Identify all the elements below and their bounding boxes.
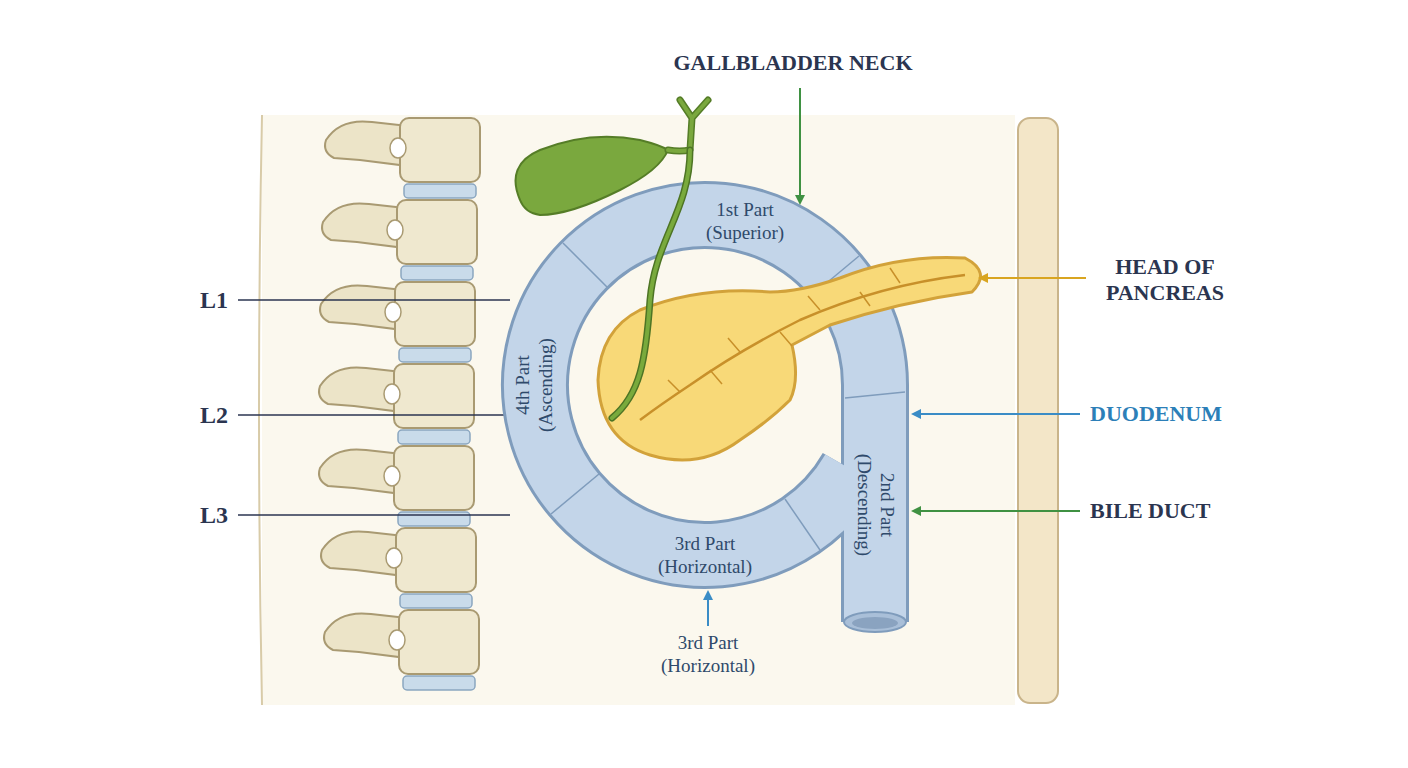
duct-branches <box>668 268 900 392</box>
vertebra-level: L3 <box>200 501 228 530</box>
leader-arrow <box>913 510 1080 512</box>
leader-arrow <box>707 592 709 626</box>
segment-divider <box>551 474 599 514</box>
callout-label: HEAD OF PANCREAS <box>1085 254 1245 307</box>
duodenum-tube <box>844 385 906 622</box>
body-ground <box>262 115 1015 705</box>
bile-duct-outline <box>612 150 690 418</box>
callout-label: BILE DUCT <box>1090 498 1210 524</box>
hepatic-duct-outline <box>668 100 708 151</box>
vertebra <box>325 118 480 198</box>
part-label: 3rd Part (Horizontal) <box>643 632 773 678</box>
segment-divider <box>785 499 820 550</box>
abdominal-wall <box>1018 118 1058 703</box>
part-label: 2nd Part (Descending) <box>852 440 898 570</box>
bile-duct <box>612 150 690 418</box>
vertebra-level: L2 <box>200 401 228 430</box>
vertebra <box>319 446 474 526</box>
hepatic-duct <box>668 100 708 151</box>
part-label: 4th Part (Ascending) <box>512 320 558 450</box>
vertebra <box>319 364 474 444</box>
callout-label: DUODENUM <box>1090 401 1222 427</box>
segment-divider <box>563 243 607 287</box>
vertebra <box>322 200 477 280</box>
duodenum-outline <box>841 385 909 622</box>
duodenum-opening <box>844 612 906 632</box>
segment-divider <box>845 392 905 398</box>
pancreas <box>598 257 981 460</box>
duodenum-lumen <box>852 617 898 629</box>
leader-arrow <box>913 413 1080 415</box>
level-line <box>238 299 510 301</box>
part-label: 3rd Part (Horizontal) <box>640 533 770 579</box>
gallbladder <box>516 137 669 215</box>
vertebra <box>320 282 475 362</box>
part-label: 1st Part (Superior) <box>680 199 810 245</box>
vertebra-level: L1 <box>200 286 228 315</box>
leader-arrow <box>980 277 1086 279</box>
vertebra <box>324 610 479 690</box>
vertebra <box>321 528 476 608</box>
callout-label: GALLBLADDER NECK <box>674 50 913 76</box>
level-line <box>238 514 510 516</box>
leader-arrow <box>799 88 801 203</box>
pancreatic-duct <box>640 275 965 420</box>
level-line <box>238 414 510 416</box>
body-wall-line <box>259 115 262 705</box>
